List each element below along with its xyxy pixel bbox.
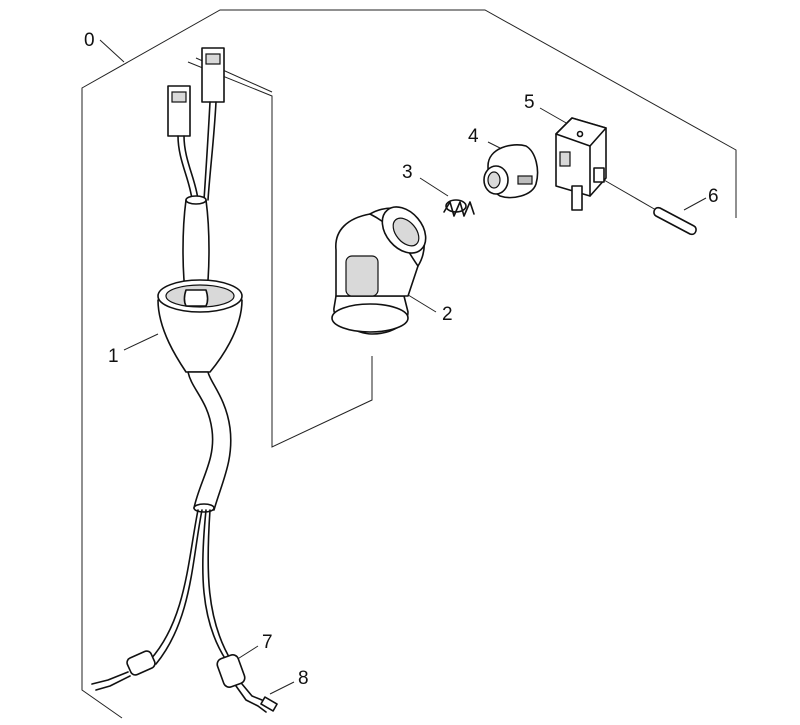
micro-switch: [555, 117, 607, 211]
callout-8: 8: [298, 668, 309, 689]
spring: [443, 199, 475, 217]
callout-6: 6: [708, 186, 719, 207]
callout-3: 3: [402, 162, 413, 183]
callout-7: 7: [262, 632, 273, 653]
plunger: [483, 144, 539, 199]
wiring-harness: [91, 47, 278, 713]
callout-5: 5: [524, 92, 535, 113]
callout-4: 4: [468, 126, 479, 147]
elbow-fitting: [331, 206, 427, 335]
callout-1: 1: [108, 346, 119, 367]
terminal-sleeve: [216, 654, 246, 688]
callout-0: 0: [84, 30, 95, 51]
callout-2: 2: [442, 304, 453, 325]
callout-labels: 0 1 2 3 4 5 6 7 8: [84, 30, 719, 689]
spade-terminal: [260, 696, 278, 712]
grommet: [157, 299, 243, 373]
leader-lines: [99, 39, 707, 695]
pin: [653, 206, 697, 236]
